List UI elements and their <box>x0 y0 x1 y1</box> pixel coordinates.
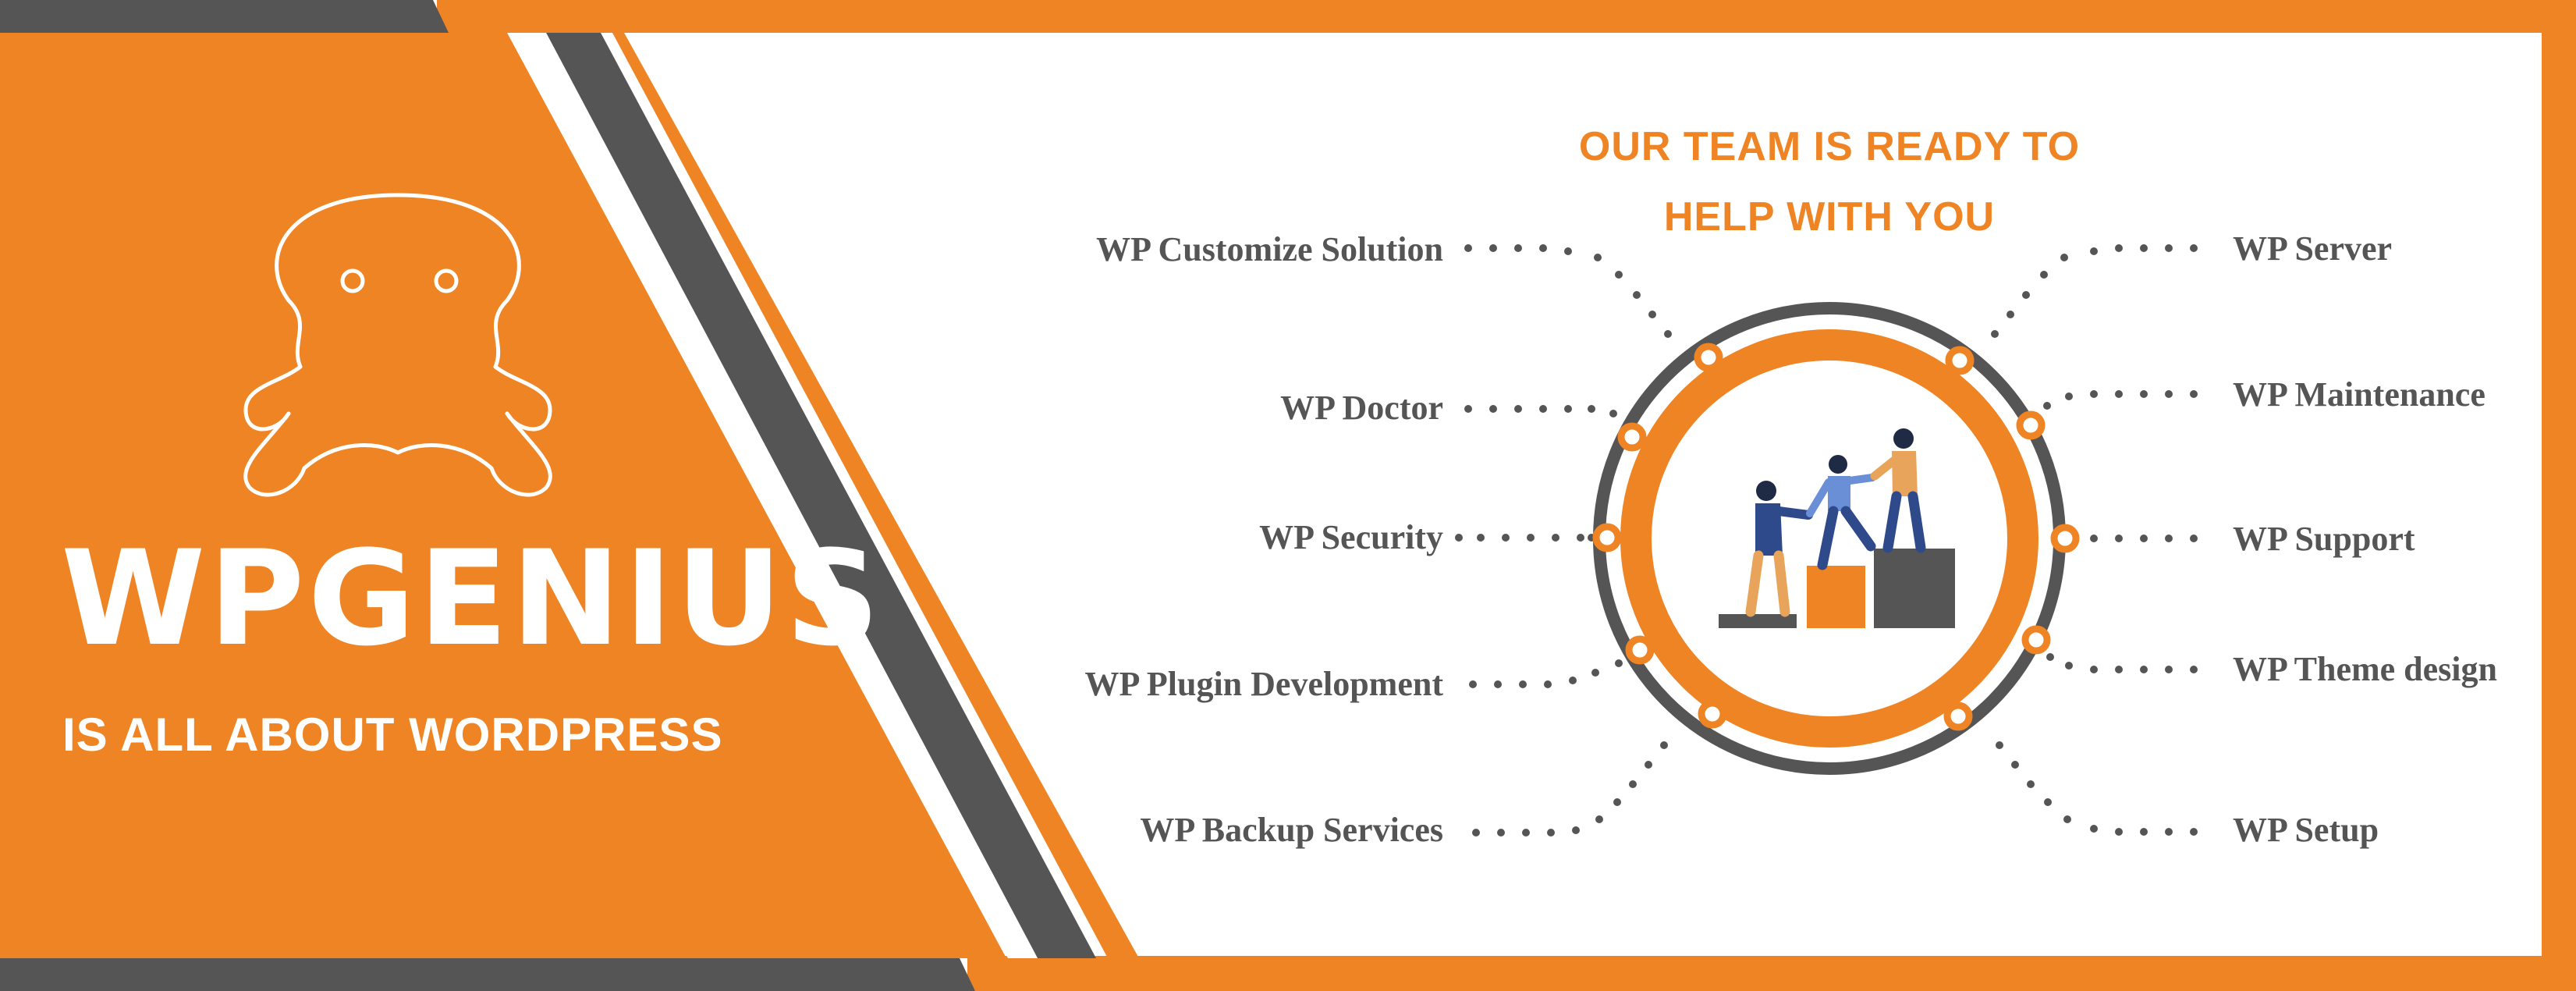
connector-left-5 <box>1472 741 1668 836</box>
service-label-right: WP Maintenance <box>2233 375 2486 414</box>
services-right: WP Server WP Maintenance WP Support WP T… <box>2233 229 2497 849</box>
service-label-left: WP Security <box>1259 518 1443 556</box>
services-left: WP Customize Solution WP Doctor WP Secur… <box>1084 230 1443 849</box>
connector-right-1 <box>1991 244 2198 338</box>
headline-line1: OUR TEAM IS READY TO <box>1579 124 2080 169</box>
connector-left-2 <box>1464 405 1617 417</box>
service-label-right: WP Server <box>2233 229 2392 268</box>
connector-right-2 <box>2043 390 2198 410</box>
headline-line2: HELP WITH YOU <box>1664 194 1995 240</box>
hub-nodes <box>1592 343 2080 731</box>
connector-left-1 <box>1464 244 1672 338</box>
connector-right-3 <box>2071 535 2198 542</box>
connector-right-4 <box>2046 653 2198 673</box>
brand-name: WPGENIUS <box>61 522 883 675</box>
connector-dots <box>1455 244 2198 836</box>
octopus-icon <box>243 193 552 497</box>
connector-left-4 <box>1469 659 1623 688</box>
teamwork-climbing-illustration <box>1719 428 1955 628</box>
service-label-right: WP Support <box>2233 520 2415 558</box>
connector-left-3 <box>1455 534 1595 542</box>
service-label-left: WP Doctor <box>1280 389 1443 427</box>
connector-right-5 <box>1996 741 2198 836</box>
brand-tagline: IS ALL ABOUT WORDPRESS <box>62 709 722 761</box>
service-label-right: WP Setup <box>2233 811 2379 849</box>
service-label-left: WP Backup Services <box>1140 811 1443 849</box>
service-label-left: WP Plugin Development <box>1084 665 1443 703</box>
service-label-left: WP Customize Solution <box>1096 230 1443 268</box>
service-label-right: WP Theme design <box>2233 650 2497 688</box>
